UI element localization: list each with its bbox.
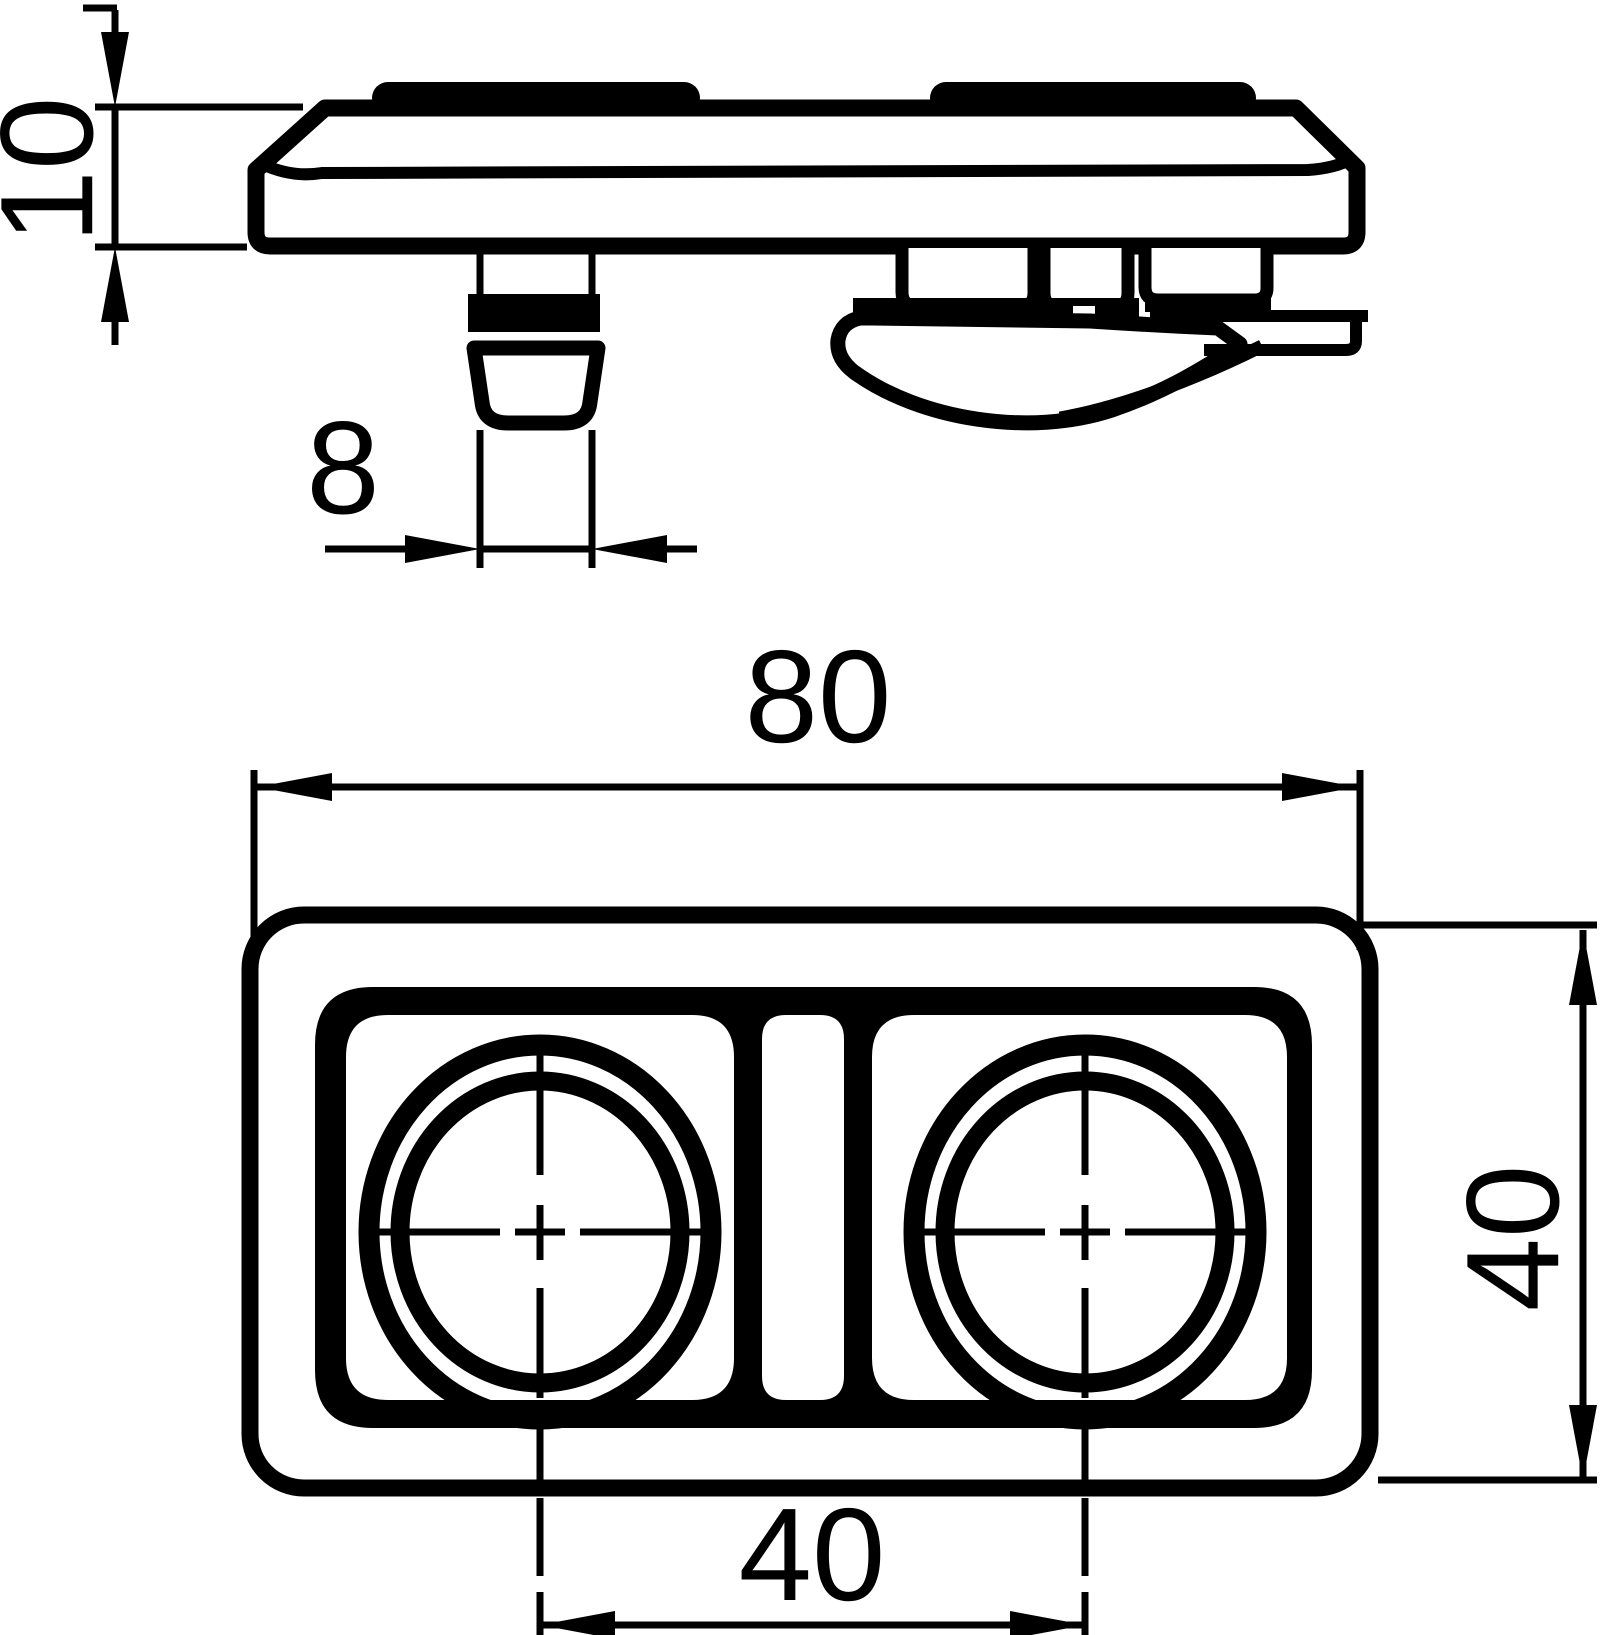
arrowhead-right-icon <box>1282 773 1357 801</box>
arrowhead-up-icon <box>1569 930 1597 1005</box>
arrowhead-up-icon <box>101 247 129 322</box>
arrowhead-right-icon <box>405 535 480 563</box>
pin-tip <box>466 340 606 431</box>
clip-hook-hull <box>830 310 1248 431</box>
arrowhead-left-icon <box>540 1611 615 1635</box>
side-view-plate-inner-edge <box>259 153 1355 181</box>
dimension-plate-height: 10 <box>0 4 303 345</box>
plan-view-outer-contour <box>241 906 1379 1497</box>
dim-line-height <box>83 4 119 345</box>
dim-label-plate-height: 10 <box>0 97 120 244</box>
arrowhead-left-icon <box>592 535 667 563</box>
dimension-hole-spacing: 40 <box>540 1481 1085 1635</box>
plan-view-left-bore <box>358 1034 722 1635</box>
dim-label-overall-depth: 40 <box>1439 1165 1586 1312</box>
side-view-hook-clip <box>830 248 1368 431</box>
dim-label-hole-spacing: 40 <box>739 1481 886 1628</box>
plan-view-right-bore <box>903 1034 1267 1635</box>
dim-label-pin-width: 8 <box>306 394 379 541</box>
arrowhead-right-icon <box>1010 1611 1085 1635</box>
clip-band-right <box>1145 296 1271 312</box>
plan-view: 80 40 40 <box>241 623 1597 1635</box>
arrowhead-left-icon <box>257 773 332 801</box>
clip-stub-2 <box>1037 248 1135 313</box>
side-view: 10 8 <box>0 4 1368 568</box>
arrowhead-down-icon <box>101 32 129 107</box>
side-view-snap-pin <box>466 247 606 431</box>
clip-stub-3 <box>1138 248 1274 307</box>
side-view-left-pad <box>372 82 700 114</box>
dim-label-overall-width: 80 <box>745 623 892 770</box>
dimension-pin-width: 8 <box>306 394 697 568</box>
clip-stub-1 <box>895 248 1041 313</box>
dimension-overall-width: 80 <box>250 623 1364 950</box>
dimension-overall-depth: 40 <box>1362 921 1597 1484</box>
side-view-right-pad <box>930 82 1256 114</box>
pin-barb-band <box>468 294 600 332</box>
arrowhead-down-icon <box>1569 1405 1597 1480</box>
clip-right-ledge <box>1150 310 1368 356</box>
